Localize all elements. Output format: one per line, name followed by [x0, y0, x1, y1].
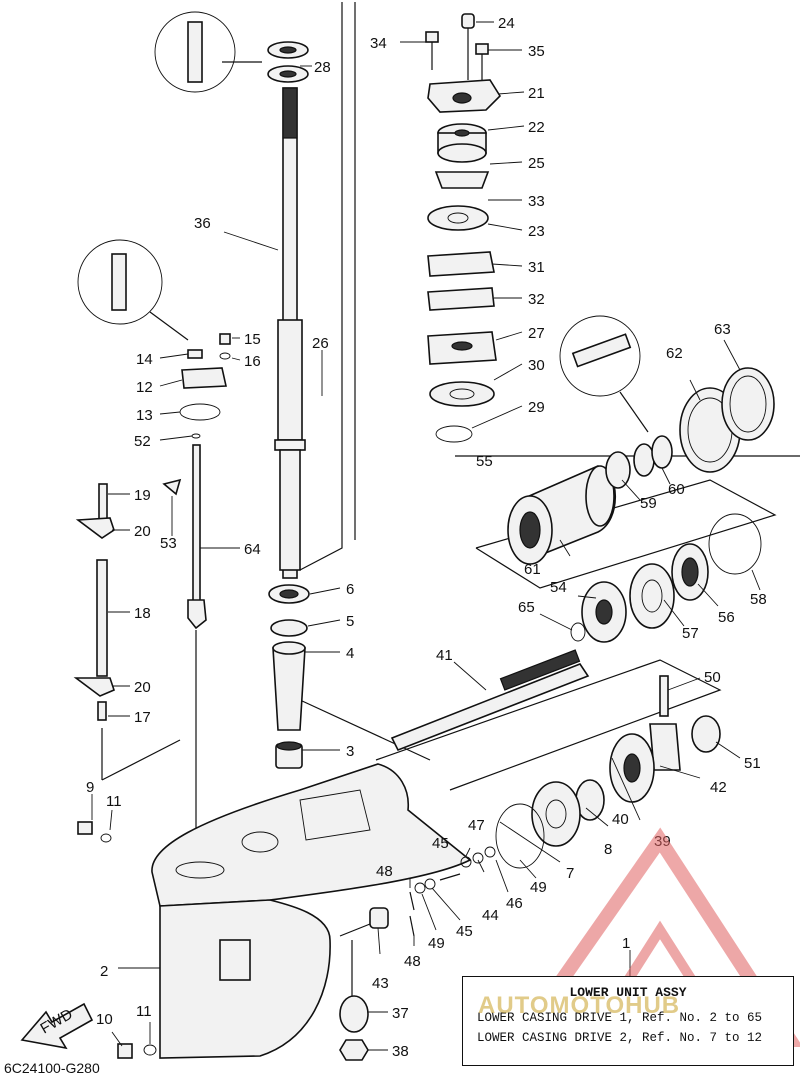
label-20a: 20 — [134, 523, 151, 540]
label-48a: 48 — [376, 863, 393, 880]
note-box: LOWER UNIT ASSY LOWER CASING DRIVE 1, Re… — [462, 976, 794, 1066]
label-49a: 49 — [530, 879, 547, 896]
label-46: 46 — [506, 895, 523, 912]
label-53: 53 — [160, 535, 177, 552]
label-54: 54 — [550, 579, 567, 596]
diagram-code: 6C24100-G280 — [4, 1060, 100, 1076]
label-19: 19 — [134, 487, 151, 504]
label-3: 3 — [346, 743, 354, 760]
label-36: 36 — [194, 215, 211, 232]
label-12: 12 — [136, 379, 153, 396]
label-33: 33 — [528, 193, 545, 210]
label-16: 16 — [244, 353, 261, 370]
label-52: 52 — [134, 433, 151, 450]
label-9: 9 — [86, 779, 94, 796]
label-22: 22 — [528, 119, 545, 136]
label-21: 21 — [528, 85, 545, 102]
note-row-2: LOWER CASING DRIVE 2, Ref. No. 7 to 12 — [477, 1031, 763, 1045]
label-44: 44 — [482, 907, 499, 924]
detail-callouts — [77, 11, 649, 433]
label-13: 13 — [136, 407, 153, 424]
label-55: 55 — [476, 453, 493, 470]
label-24: 24 — [498, 15, 515, 32]
label-2: 2 — [100, 963, 108, 980]
bearing-housing-55 — [507, 465, 617, 565]
label-64: 64 — [244, 541, 261, 558]
small-parts — [339, 846, 496, 1061]
label-45a: 45 — [432, 835, 449, 852]
label-28: 28 — [314, 59, 331, 76]
label-56: 56 — [718, 609, 735, 626]
part-labels: 1 2 3 4 5 6 7 8 9 10 11 11 12 13 14 15 1… — [86, 15, 767, 1060]
note-title: LOWER UNIT ASSY — [569, 985, 687, 1000]
label-15: 15 — [244, 331, 261, 348]
label-61: 61 — [524, 561, 541, 578]
label-57: 57 — [682, 625, 699, 642]
label-31: 31 — [528, 259, 545, 276]
label-11b: 11 — [136, 1003, 152, 1020]
label-48b: 48 — [404, 953, 421, 970]
seals-59-60-62-63 — [605, 367, 775, 575]
label-38: 38 — [392, 1043, 409, 1060]
label-11a: 11 — [106, 793, 122, 810]
label-40: 40 — [612, 811, 629, 828]
label-35: 35 — [528, 43, 545, 60]
label-41: 41 — [436, 647, 453, 664]
label-1: 1 — [622, 935, 630, 952]
label-60: 60 — [668, 481, 685, 498]
label-25: 25 — [528, 155, 545, 172]
bearing-28 — [267, 41, 309, 83]
label-45b: 45 — [456, 923, 473, 940]
label-18: 18 — [134, 605, 151, 622]
label-51: 51 — [744, 755, 761, 772]
label-5: 5 — [346, 613, 354, 630]
label-63: 63 — [714, 321, 731, 338]
lower-casing-2 — [151, 763, 472, 1059]
label-59: 59 — [640, 495, 657, 512]
label-49b: 49 — [428, 935, 445, 952]
label-62: 62 — [666, 345, 683, 362]
label-42: 42 — [710, 779, 727, 796]
label-27: 27 — [528, 325, 545, 342]
water-pump-stack — [425, 13, 502, 443]
label-34: 34 — [370, 35, 387, 52]
forward-gear-54 — [570, 543, 709, 643]
label-7: 7 — [566, 865, 574, 882]
label-8: 8 — [604, 841, 612, 858]
label-20b: 20 — [134, 679, 151, 696]
label-14: 14 — [136, 351, 153, 368]
label-17: 17 — [134, 709, 151, 726]
leader-lines — [91, 21, 761, 1051]
label-65: 65 — [518, 599, 535, 616]
reverse-gear-parts — [495, 675, 721, 869]
label-32: 32 — [528, 291, 545, 308]
guide-lines — [101, 2, 800, 1030]
label-26: 26 — [312, 335, 329, 352]
label-37: 37 — [392, 1005, 409, 1022]
shift-rod-parts — [73, 333, 231, 721]
fwd-arrow: FWD — [20, 1002, 94, 1050]
label-43: 43 — [372, 975, 389, 992]
label-4: 4 — [346, 645, 354, 662]
watermark-text: AUTOMOTOHUB — [478, 992, 681, 1019]
label-30: 30 — [528, 357, 545, 374]
label-23: 23 — [528, 223, 545, 240]
label-58: 58 — [750, 591, 767, 608]
driveshaft-parts — [268, 584, 310, 769]
driveshaft-36 — [274, 87, 306, 579]
casing-bolts — [77, 821, 157, 1059]
label-50: 50 — [704, 669, 721, 686]
label-29: 29 — [528, 399, 545, 416]
propeller-shaft-41 — [390, 649, 590, 752]
note-row-1: LOWER CASING DRIVE 1, Ref. No. 2 to 65 — [477, 1011, 763, 1025]
label-10: 10 — [96, 1011, 113, 1028]
label-47: 47 — [468, 817, 485, 834]
label-6: 6 — [346, 581, 354, 598]
